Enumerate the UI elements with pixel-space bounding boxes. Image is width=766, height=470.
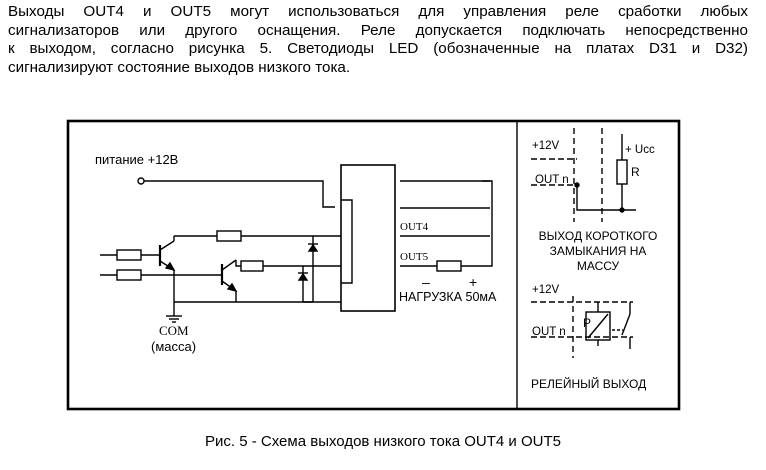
short-circuit-diagram (531, 128, 636, 222)
terminal-block-inner (341, 199, 353, 284)
short-title-line-2: ЗАМЫКАНИЯ НА (550, 244, 647, 258)
supply-label: питание +12В (95, 152, 178, 167)
short-title-line-1: ВЫХОД КОРОТКОГО (539, 229, 658, 243)
relay-contact-icon (621, 302, 631, 349)
diode-pair-1 (307, 236, 319, 302)
short-outn-label: OUT n (535, 174, 569, 186)
load-return-wire (461, 180, 493, 267)
relay-title: РЕЛЕЙНЫЙ ВЫХОД (531, 376, 646, 391)
paragraph-line: к выходом, согласно рисунка 5. Светодиод… (8, 40, 748, 58)
load-resistor (436, 260, 462, 272)
mass-label: (масса) (151, 339, 196, 354)
paragraph-line: сигнализаторов или другого оснащения. Ре… (8, 21, 748, 39)
ground-icon (166, 315, 182, 323)
short-v12-label: +12V (532, 140, 560, 152)
relay-outn-label: OUT n (532, 326, 566, 338)
relay-diagram (531, 296, 633, 358)
ucc-label: + Ucc (625, 144, 655, 156)
resistor-r-label: R (631, 165, 640, 179)
terminal-block (340, 164, 396, 312)
relay-p-label: P (583, 316, 591, 330)
short-title-line-3: МАССУ (577, 259, 620, 273)
load-minus-sign: – (422, 274, 430, 290)
diode-pair-2 (297, 266, 309, 302)
supply-terminal (137, 177, 145, 185)
load-plus-sign: + (469, 274, 477, 290)
description-paragraph: Выходы OUT4 и OUT5 могут использоваться … (8, 3, 748, 77)
out4-label: OUT4 (400, 221, 429, 233)
transistor-2 (100, 259, 313, 296)
out5-label: OUT5 (400, 251, 429, 263)
com-label: COM (159, 323, 189, 338)
transistor-1 (100, 230, 313, 302)
figure-frame (66, 119, 681, 411)
figure-caption: Рис. 5 - Схема выходов низкого тока OUT4… (205, 433, 561, 450)
paragraph-line: Выходы OUT4 и OUT5 могут использоваться … (8, 3, 748, 20)
relay-v12-label: +12V (532, 284, 560, 296)
supply-wire (144, 180, 335, 208)
load-label: НАГРУЗКА 50мА (399, 290, 497, 304)
paragraph-line: сигнализируют состояние выходов низкого … (8, 58, 351, 76)
